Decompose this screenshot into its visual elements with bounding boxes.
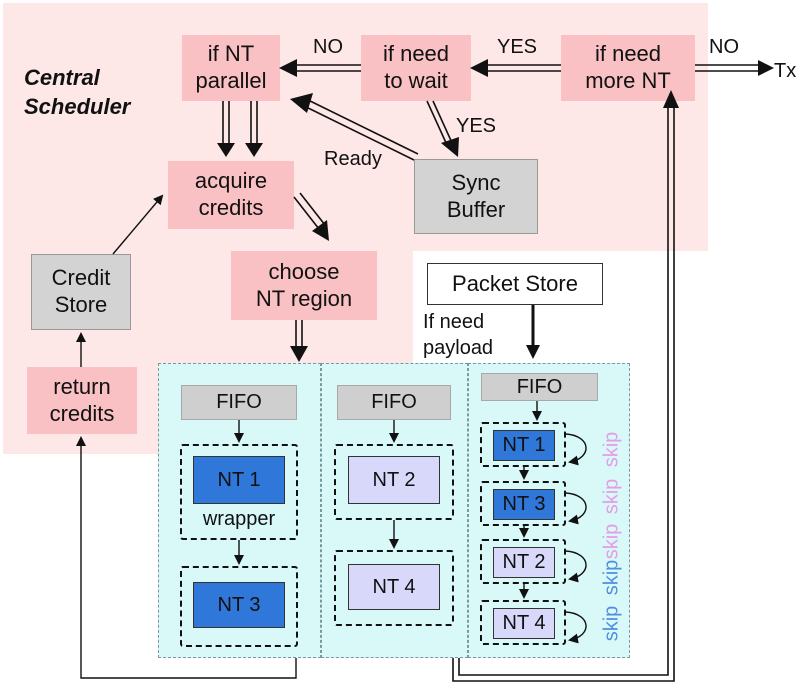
arrow-loop-to-more-nt	[452, 104, 675, 682]
arrow-wait-to-sync	[426, 100, 448, 146]
fifo-region-1: FIFO	[181, 385, 297, 420]
if-need-payload-label: If need payload	[423, 309, 494, 361]
return-credits-box: return credits	[27, 367, 137, 434]
fifo-region-2: FIFO	[337, 385, 451, 420]
ready-label: Ready	[324, 148, 382, 170]
nt-block-region3-nt4: NT 4	[493, 608, 555, 639]
sync-buffer-box: Sync Buffer	[414, 159, 538, 234]
if-nt-parallel-box: if NT parallel	[182, 35, 280, 101]
if-need-to-wait-box: if need to wait	[361, 35, 471, 101]
choose-nt-region-box: choose NT region	[231, 251, 377, 320]
nt-wrapper-7	[480, 539, 566, 584]
nt-wrapper-3	[334, 444, 454, 520]
nt-block-region2-nt2: NT 2	[348, 456, 440, 504]
if-need-more-nt-box: if need more NT	[561, 35, 695, 101]
central-scheduler-title: Central Scheduler	[24, 65, 131, 119]
nt-block-region1-nt1: NT 1	[193, 456, 285, 504]
no-label-1: NO	[313, 36, 343, 58]
arrow-acquire-to-choose	[293, 196, 320, 230]
fifo-region-3: FIFO	[481, 373, 598, 401]
nt-wrapper-2	[180, 566, 298, 647]
nt-wrapper-5	[480, 422, 566, 467]
nt-block-region3-nt1: NT 1	[493, 430, 555, 461]
arrow-credit-to-acquire	[112, 194, 164, 255]
wrapper-label: wrapper	[202, 508, 276, 530]
no-label-2: NO	[709, 36, 739, 58]
tx-label: Tx	[774, 60, 797, 82]
arrow-sync-to-parallel	[299, 103, 415, 161]
yes-label-1: YES	[497, 36, 538, 58]
acquire-credits-box: acquire credits	[168, 161, 294, 229]
arrow-region-to-return	[76, 436, 297, 679]
nt-wrapper-8	[480, 600, 566, 645]
nt-wrapper-6	[480, 481, 566, 526]
nt-wrapper-4	[334, 550, 454, 626]
packet-store-box: Packet Store	[427, 263, 603, 305]
nt-block-region1-nt3: NT 3	[193, 582, 285, 628]
credit-store-box: Credit Store	[31, 254, 131, 330]
nt-block-region3-nt2: NT 2	[493, 547, 555, 578]
nt-block-region2-nt4: NT 4	[348, 564, 440, 610]
nt-wrapper-1	[180, 444, 298, 540]
nt-block-region3-nt3: NT 3	[493, 489, 555, 520]
yes-label-2: YES	[456, 115, 497, 137]
